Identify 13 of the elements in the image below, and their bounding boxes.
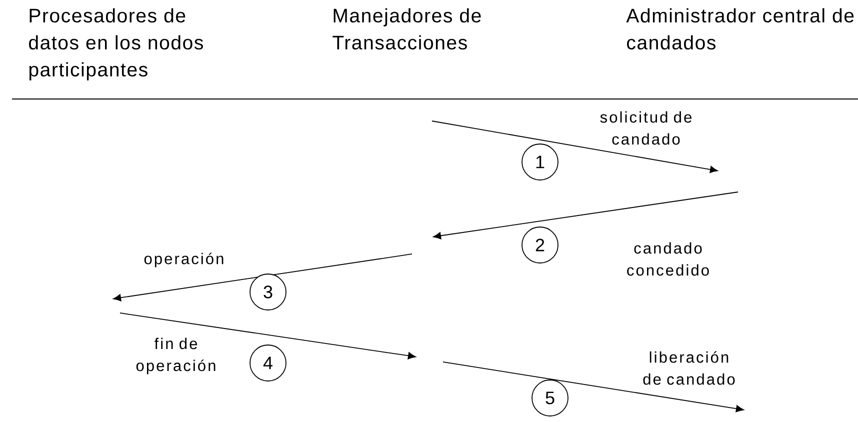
- arrow-label: operación: [144, 252, 224, 268]
- column-heading: Administrador central de candados: [626, 8, 854, 50]
- column-heading: Manejadores de Transacciones: [332, 8, 481, 50]
- callout-number: 4: [250, 344, 286, 382]
- arrow-label: fin de operación: [136, 338, 216, 374]
- arrow-label: candado concedido: [627, 242, 709, 276]
- arrow-label: liberación de candado: [643, 351, 735, 385]
- callout-number: 2: [522, 226, 558, 264]
- callout-number: 1: [522, 144, 558, 180]
- callout-number: 3: [250, 274, 286, 310]
- column-heading: Procesadores de datos en los nodos participantes: [29, 8, 203, 80]
- callout-number: 5: [532, 380, 568, 416]
- arrow-label: solicitud de candado: [600, 111, 692, 145]
